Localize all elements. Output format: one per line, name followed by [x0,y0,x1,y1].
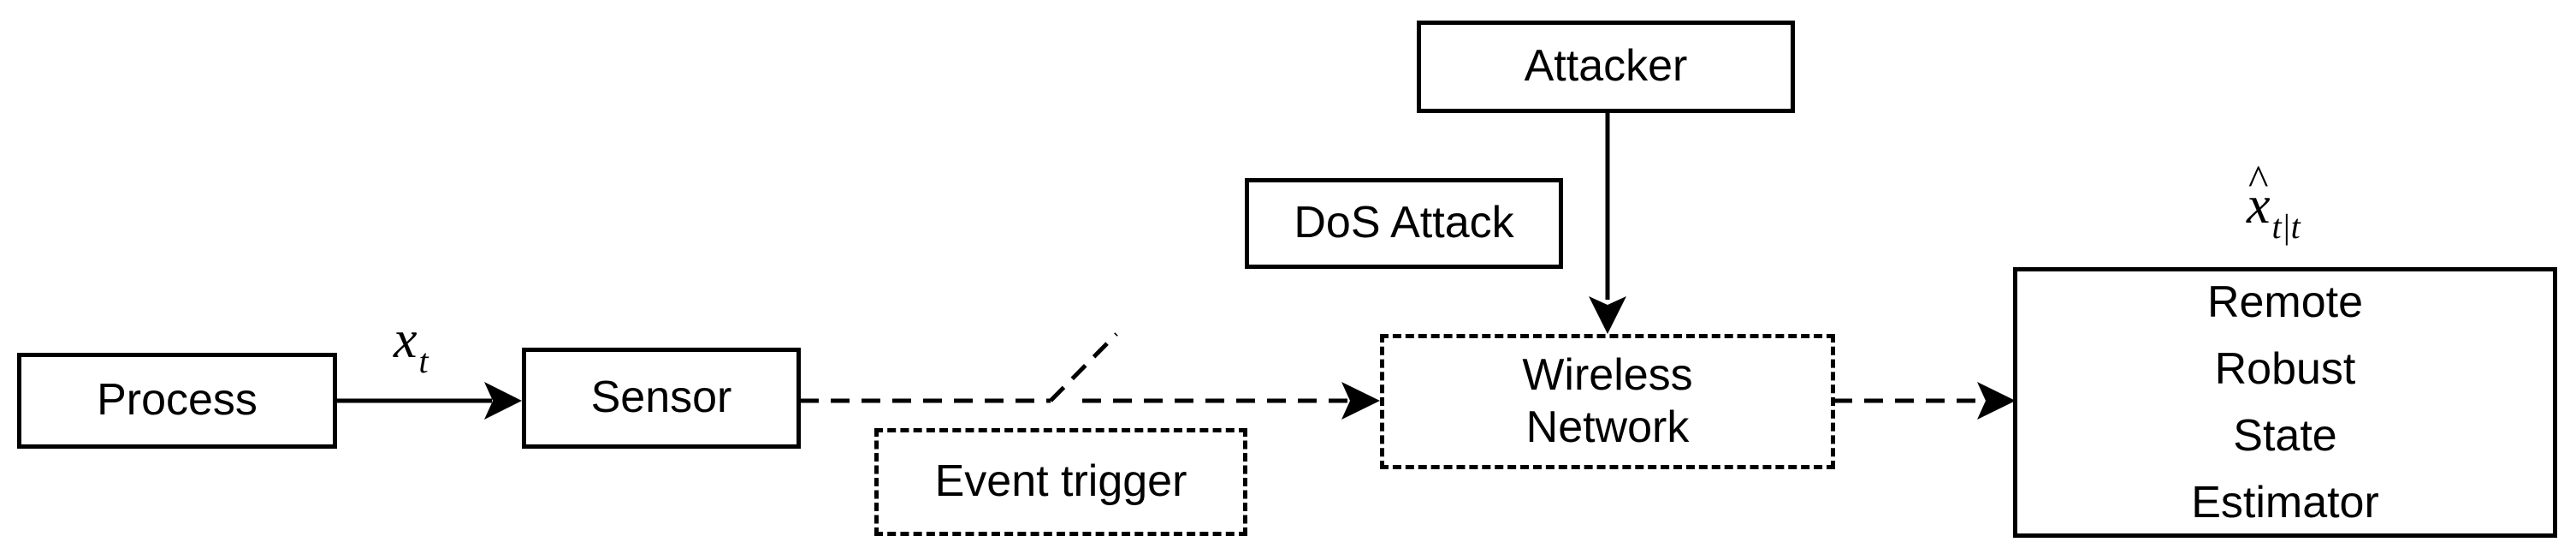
estimator-block: Remote Robust State Estimator [2013,267,2557,538]
arrow-network-to-estimator [1833,382,2016,420]
sensor-block: Sensor [522,348,801,449]
arrow-attacker-to-network [1589,111,1626,334]
estimate-hat: ^ [2248,156,2269,204]
estimator-line-4: Estimator [2191,478,2379,527]
estimate-label: ^xt|t [2247,156,2301,246]
wireless-network-line-2: Network [1525,402,1690,452]
estimate-symbol: x [2247,176,2271,235]
event-trigger-label: Event trigger [934,456,1187,507]
sensor-label: Sensor [590,372,732,423]
event-trigger-switch [1049,332,1118,402]
event-trigger-block: Event trigger [874,428,1247,536]
arrow-process-to-sensor [335,382,522,420]
process-label: Process [97,375,258,426]
dos-attack-block: DoS Attack [1245,178,1563,269]
dos-attack-label: DoS Attack [1294,198,1514,248]
estimate-subscript: t|t [2271,207,2301,246]
wireless-network-line-1: Wireless [1522,349,1693,400]
attacker-block: Attacker [1417,21,1795,113]
estimator-line-2: Robust [2214,344,2356,394]
estimator-line-1: Remote [2206,277,2364,327]
wireless-network-block: Wireless Network [1380,334,1835,469]
attacker-label: Attacker [1524,41,1688,92]
process-output-subscript: t [418,342,429,380]
process-block: Process [17,353,337,449]
arrow-switch-to-network [1082,382,1380,420]
estimator-line-3: State [2233,411,2337,461]
process-output-symbol: x [394,311,417,369]
process-output-label: xt [394,310,429,380]
